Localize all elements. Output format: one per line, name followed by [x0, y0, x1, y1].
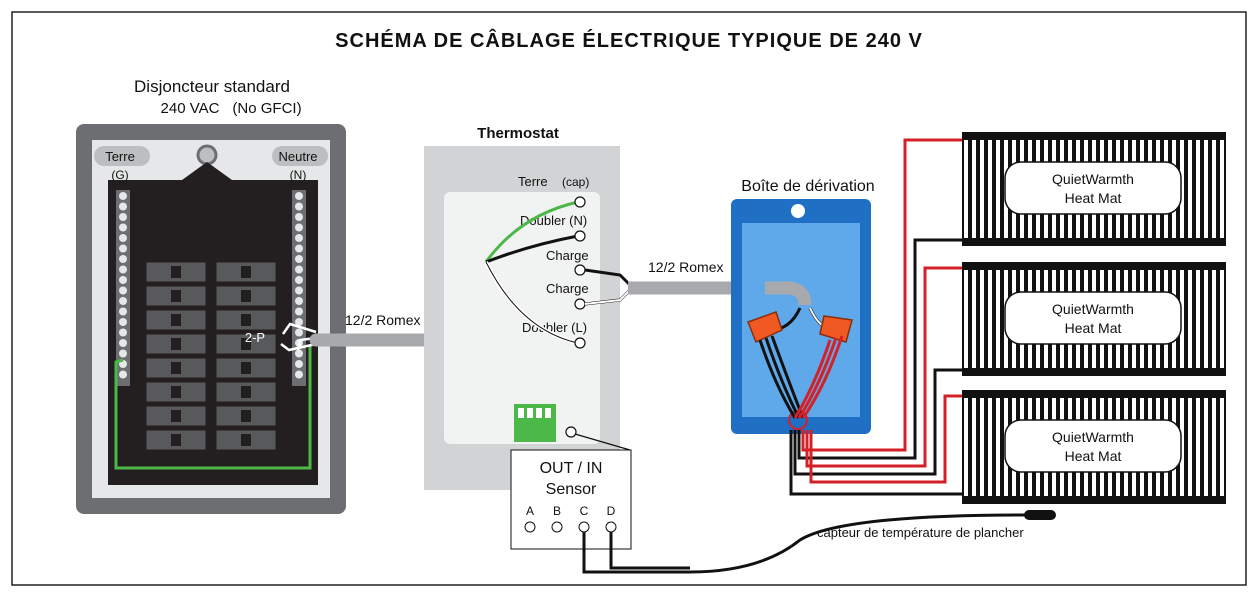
thermostat: Thermostat Terre (cap) Doubler (N) Charg…: [424, 125, 631, 490]
floor-sensor-wire: [582, 513, 1026, 574]
bus-terminal: [119, 244, 127, 253]
bus-terminal: [119, 223, 127, 232]
bus-terminal: [119, 255, 127, 263]
bus-terminal: [119, 286, 127, 295]
bus-terminal: [295, 202, 303, 211]
heat-mat-2: QuietWarmth Heat Mat: [962, 262, 1226, 376]
bus-terminal: [119, 339, 127, 347]
breaker-gfci-note: (No GFCI): [232, 100, 301, 117]
bus-terminal: [295, 223, 303, 232]
bus-terminal: [119, 328, 127, 337]
bus-terminal: [119, 234, 127, 242]
mat-leads: [789, 138, 962, 496]
mat-1-type: Heat Mat: [1065, 190, 1122, 206]
sensor-box: OUT / IN Sensor A B C D: [510, 449, 632, 550]
breaker-handle: [241, 386, 251, 398]
heat-mat-1: QuietWarmth Heat Mat: [962, 132, 1226, 246]
breaker-handle: [241, 410, 251, 422]
breaker-handle: [171, 410, 181, 422]
bus-terminal: [119, 349, 127, 358]
bus-terminal: [295, 349, 303, 358]
bus-terminal: [295, 297, 303, 305]
bus-terminal: [119, 202, 127, 211]
mat-2-name: QuietWarmth: [1052, 301, 1134, 317]
bus-terminal: [119, 213, 127, 221]
diagram-title: SCHÉMA DE CÂBLAGE ÉLECTRIQUE TYPIQUE DE …: [335, 28, 923, 52]
bus-terminal: [119, 265, 127, 274]
floor-sensor-probe: [1024, 510, 1056, 520]
bus-terminal: [295, 307, 303, 316]
bus-terminal: [119, 318, 127, 326]
ground-label: Terre: [105, 149, 135, 164]
neutral-code: (N): [290, 168, 307, 182]
thermostat-charge-2: Charge: [546, 281, 589, 296]
neutral-tab: [272, 146, 328, 166]
junction-box: Boîte de dérivation: [731, 178, 875, 434]
main-lug: [196, 144, 218, 166]
bus-terminal: [295, 286, 303, 295]
sensor-line-2: Sensor: [546, 481, 597, 498]
breaker-handle: [171, 290, 181, 302]
breaker-rows: [145, 261, 277, 451]
breaker-handle: [171, 362, 181, 374]
bus-terminal: [295, 213, 303, 221]
breaker-handle: [171, 338, 181, 350]
sensor-line-1: OUT / IN: [540, 460, 603, 477]
mat-1-name: QuietWarmth: [1052, 171, 1134, 187]
ground-tab: [94, 146, 150, 166]
bus-terminal: [295, 244, 303, 253]
breaker-panel: Disjoncteur standard 240 VAC (No GFCI) T…: [76, 77, 346, 514]
thermostat-charge-1: Charge: [546, 248, 589, 263]
sensor-terminal-b: B: [553, 504, 561, 518]
two-pole-label: 2-P: [245, 330, 265, 345]
bus-terminal: [295, 265, 303, 274]
breaker-handle: [171, 386, 181, 398]
bus-terminal: [119, 370, 127, 379]
wire-nut-left: [747, 311, 783, 344]
ground-code: (G): [111, 168, 128, 182]
bus-terminal: [295, 234, 303, 242]
breaker-handle: [241, 362, 251, 374]
mat-2-type: Heat Mat: [1065, 320, 1122, 336]
bus-terminal: [295, 370, 303, 379]
bus-terminal: [295, 192, 303, 200]
romex-label-1: 12/2 Romex: [345, 312, 420, 328]
mat-3-name: QuietWarmth: [1052, 429, 1134, 445]
sensor-terminal-a: A: [526, 504, 534, 518]
thermostat-label: Thermostat: [477, 125, 559, 142]
bus-bar-area: [108, 180, 318, 485]
breaker-handle: [171, 434, 181, 446]
breaker-handle: [241, 434, 251, 446]
neutral-label: Neutre: [278, 149, 317, 164]
junction-box-label: Boîte de dérivation: [741, 178, 874, 195]
bus-terminal: [119, 192, 127, 200]
thermostat-cap-label: (cap): [562, 175, 589, 189]
breaker-handle: [241, 290, 251, 302]
bus-terminal: [119, 276, 127, 284]
bus-terminal: [295, 360, 303, 368]
floor-sensor-label: capteur de température de plancher: [817, 525, 1024, 540]
mat-3-type: Heat Mat: [1065, 448, 1122, 464]
heat-mat-3: QuietWarmth Heat Mat: [962, 390, 1226, 504]
breaker-label: Disjoncteur standard: [134, 77, 290, 96]
bus-terminal: [295, 318, 303, 326]
breaker-handle: [171, 314, 181, 326]
romex-label-2: 12/2 Romex: [648, 259, 723, 275]
bus-terminal: [119, 307, 127, 316]
bus-terminal: [295, 328, 303, 337]
wire-nut-right: [819, 315, 853, 343]
breaker-handle: [241, 266, 251, 278]
bus-terminal: [119, 297, 127, 305]
thermostat-ground-label: Terre: [518, 174, 548, 189]
sensor-terminal-c: C: [580, 504, 589, 518]
breaker-handle: [171, 266, 181, 278]
sensor-terminal-d: D: [607, 504, 616, 518]
thermostat-body: [444, 192, 600, 444]
breaker-voltage: 240 VAC: [161, 100, 220, 117]
breaker-handle: [241, 314, 251, 326]
bus-terminal: [295, 276, 303, 284]
bus-terminal: [295, 255, 303, 263]
breaker-handle: [241, 338, 251, 350]
